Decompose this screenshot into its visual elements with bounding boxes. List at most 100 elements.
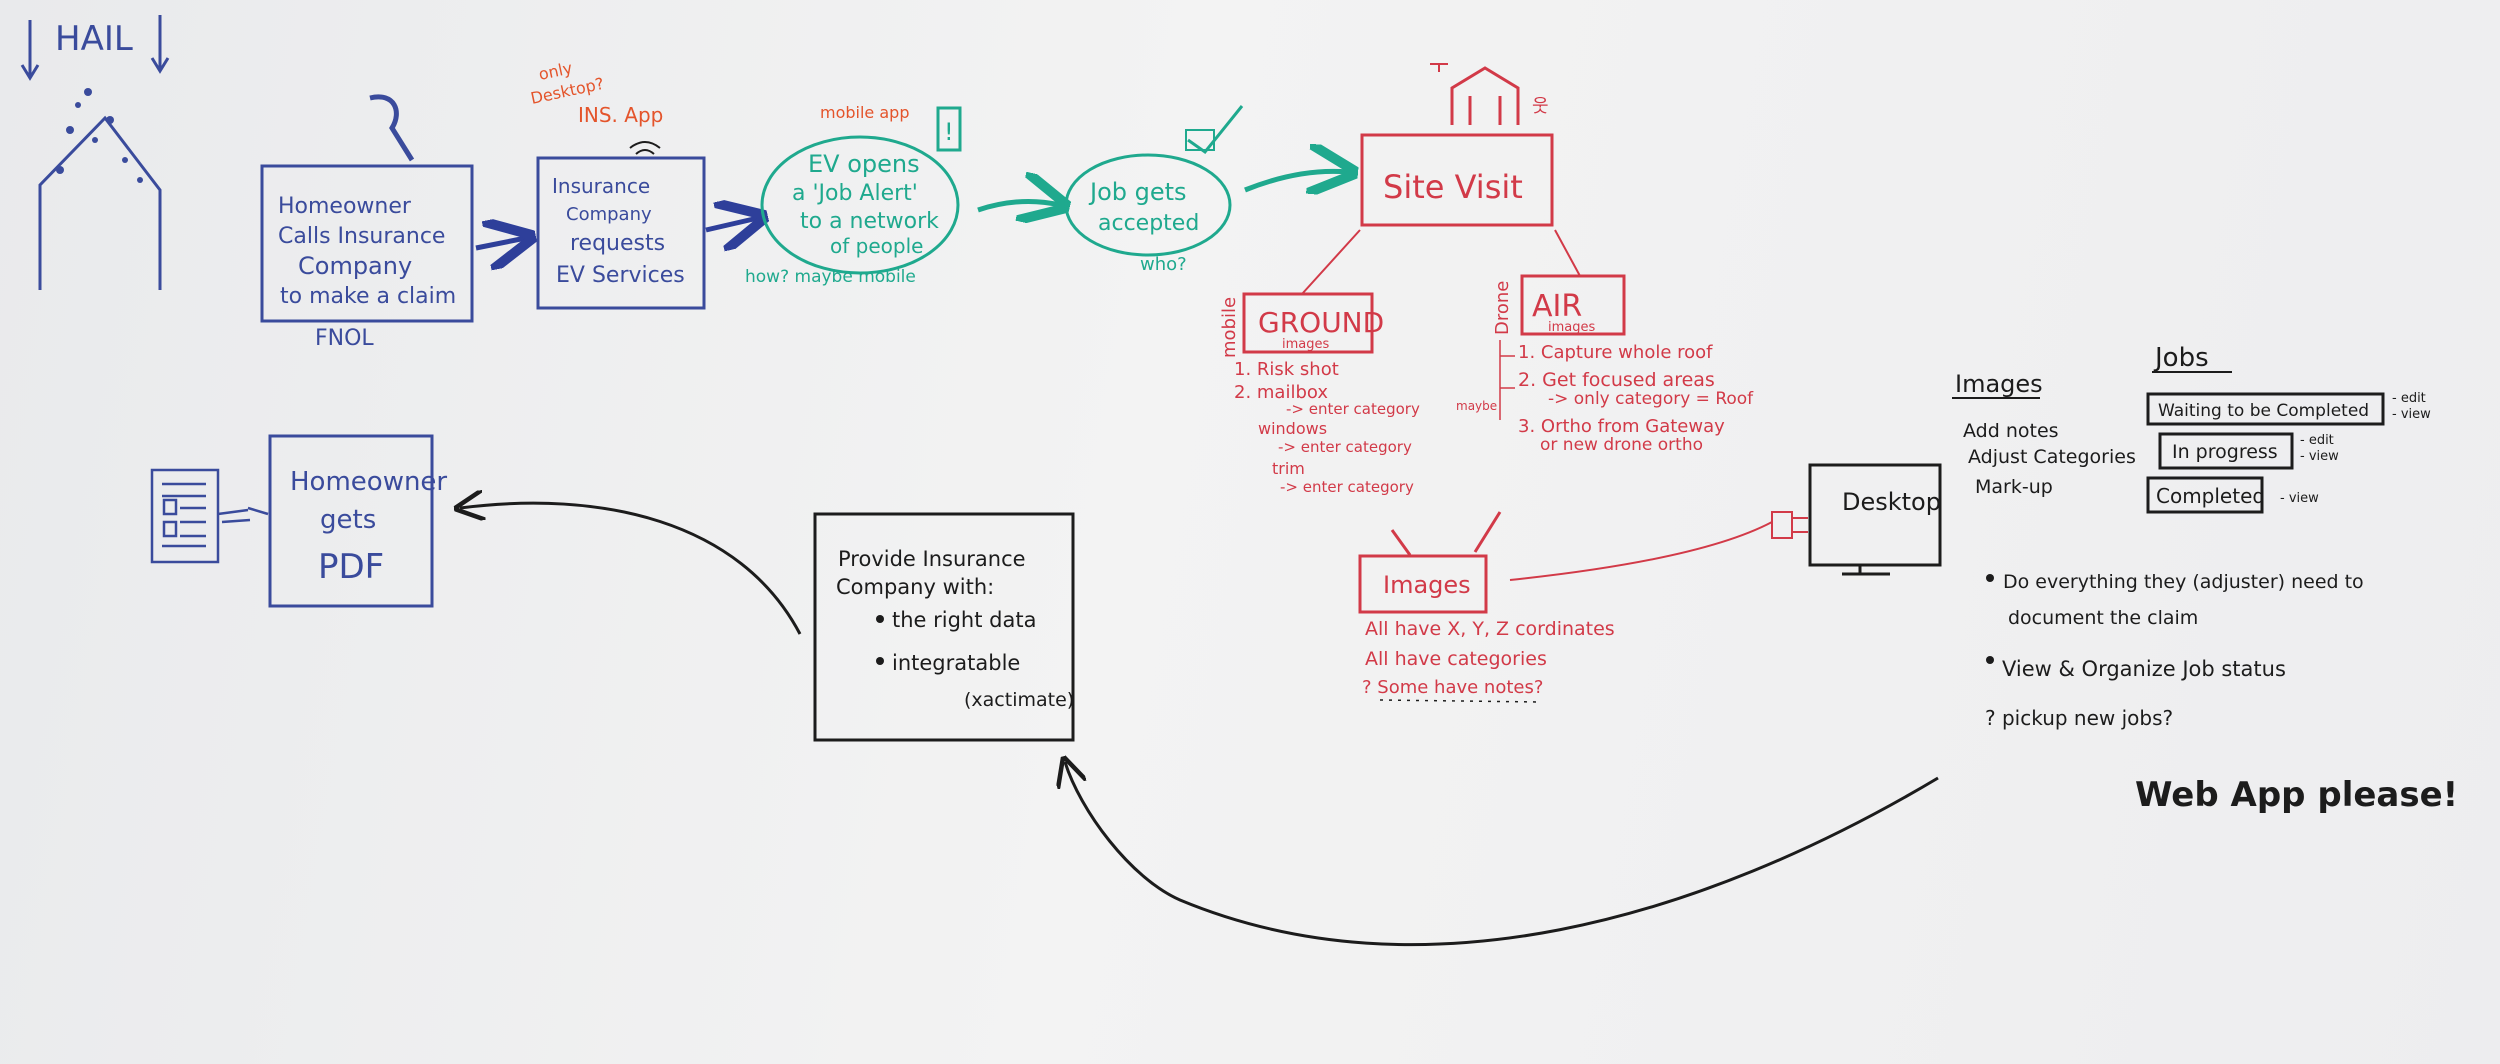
images-box-label: Images <box>1383 571 1471 599</box>
site-house-icon <box>1450 66 1520 125</box>
bullet-dot <box>1986 656 1994 664</box>
jobs-row-note: - view <box>2392 407 2431 422</box>
desktop-node: Desktop <box>1808 463 1942 576</box>
homeowner-pdf-box <box>268 434 434 608</box>
air-list-bracket <box>1499 340 1515 420</box>
ground-item: -> enter category <box>1286 400 1420 418</box>
insurance-company-node: only Desktop? INS. App Insurance Company… <box>529 58 706 310</box>
ev-alert-line4: of people <box>830 234 923 258</box>
jobs-row-box <box>2146 392 2385 426</box>
jobs-row-box <box>2146 476 2264 514</box>
images-panel: Images Add notes Adjust Categories Mark-… <box>1952 370 2136 498</box>
homeowner-pdf-line2: gets <box>320 505 376 535</box>
note-bullet1a: Do everything they (adjuster) need to <box>2003 571 2364 593</box>
wifi-icon <box>629 141 661 155</box>
provide-node: Provide Insurance Company with: the righ… <box>813 512 1075 742</box>
provide-box <box>813 512 1075 742</box>
insurance-company-box <box>536 156 706 310</box>
jobs-row-note: - view <box>2280 491 2319 506</box>
jobs-row-note: - view <box>2300 449 2339 464</box>
arrow-calls-to-insurance <box>475 238 526 248</box>
fnol-caption: FNOL <box>315 326 374 351</box>
hail-arrows <box>20 15 170 81</box>
homeowner-calls-line2: Calls Insurance <box>278 224 445 249</box>
desktop-monitor-icon <box>1808 463 1942 567</box>
jobs-row-label: In progress <box>2172 441 2278 463</box>
note-bullet1b: document the claim <box>2008 607 2198 629</box>
air-box <box>1520 274 1626 336</box>
jobs-panel-title: Jobs <box>2153 343 2209 373</box>
arrow-accepted-to-site <box>1244 171 1348 190</box>
ev-alert-line1: EV opens <box>808 150 920 178</box>
air-item: -> only category = Roof <box>1548 389 1754 409</box>
mobile-side-label: mobile <box>1219 297 1240 358</box>
notes-dotted-underline <box>1379 699 1541 703</box>
provide-item2: integratable <box>892 651 1020 675</box>
ground-item: -> enter category <box>1278 438 1412 456</box>
note-bullet2: View & Organize Job status <box>2002 657 2286 681</box>
job-accepted-line1: Job gets <box>1088 178 1187 206</box>
site-visit-branches <box>1301 229 1581 295</box>
how-maybe-mobile-caption: how? maybe mobile <box>745 267 916 287</box>
homeowner-calls-line4: to make a claim <box>280 284 456 309</box>
air-title: AIR <box>1532 289 1582 324</box>
jobs-row-note: - edit <box>2300 433 2334 448</box>
arrow-desktop-to-provide <box>1065 762 1939 947</box>
images-to-desktop-cable <box>1509 521 1773 581</box>
homeowner-pdf-line1: Homeowner <box>290 467 447 497</box>
desktop-label: Desktop <box>1842 488 1941 516</box>
homeowner-calls-box <box>260 164 474 323</box>
images-item: All have categories <box>1365 648 1547 670</box>
jobs-row-label: Completed <box>2156 484 2265 508</box>
insurance-line1: Insurance <box>552 174 650 198</box>
homeowner-calls-node: Homeowner Calls Insurance Company to mak… <box>260 94 474 351</box>
air-item: 1. Capture whole roof <box>1518 342 1713 363</box>
images-node: Images All have X, Y, Z cordinates All h… <box>1358 511 1808 703</box>
plug-icon <box>1771 511 1808 539</box>
hail-label: HAIL <box>55 19 133 59</box>
images-panel-item: Adjust Categories <box>1968 446 2136 468</box>
job-accepted-node: Job gets accepted who? <box>1064 105 1244 275</box>
homeowner-pdf-node: Homeowner gets PDF <box>150 434 447 608</box>
ev-alert-line3: to a network <box>800 209 939 234</box>
images-box <box>1358 554 1488 614</box>
ins-app-note: INS. App <box>578 103 663 127</box>
images-panel-title: Images <box>1955 370 2043 398</box>
site-visit-box <box>1360 133 1554 227</box>
air-item: or new drone ortho <box>1540 435 1703 455</box>
ground-item: 2. mailbox <box>1234 382 1328 403</box>
who-caption: who? <box>1140 254 1187 275</box>
ev-alert-line2: a 'Job Alert' <box>792 181 918 206</box>
ground-title: GROUND <box>1258 306 1384 339</box>
alert-icon <box>936 106 962 152</box>
images-antenna-lines <box>1390 511 1502 556</box>
air-sub: images <box>1548 320 1595 335</box>
ground-sub: images <box>1282 337 1329 352</box>
site-visit-node: 웃 Site Visit <box>1301 63 1581 295</box>
provide-line2: Company with: <box>836 575 994 599</box>
air-item: 3. Ortho from Gateway <box>1518 416 1725 437</box>
alert-mark: ! <box>944 118 954 146</box>
air-item: 2. Get focused areas <box>1518 369 1715 391</box>
homeowner-pdf-line3: PDF <box>318 547 384 587</box>
bullet-dot <box>876 615 884 623</box>
jobs-row-label: Waiting to be Completed <box>2158 401 2369 421</box>
homeowner-calls-line1: Homeowner <box>278 194 412 219</box>
jobs-row-box <box>2158 432 2294 470</box>
ground-item: 1. Risk shot <box>1234 359 1339 380</box>
house-icon <box>38 115 162 290</box>
images-item: All have X, Y, Z cordinates <box>1365 618 1615 640</box>
insurance-line3: requests <box>570 231 665 256</box>
insurance-line2: Company <box>566 204 652 225</box>
provide-line1: Provide Insurance <box>838 547 1026 571</box>
drone-side-label: Drone <box>1492 281 1513 335</box>
web-app-please: Web App please! <box>2135 775 2458 815</box>
homeowner-calls-line3: Company <box>298 252 412 280</box>
ev-job-alert-node: mobile app ! EV opens a 'Job Alert' to a… <box>745 103 962 287</box>
arrow-insurance-to-ev <box>705 218 758 230</box>
images-panel-item: Add notes <box>1963 420 2059 442</box>
ground-item: windows <box>1258 419 1327 438</box>
ground-item: trim <box>1272 459 1305 478</box>
checkbox-icon <box>1185 129 1215 151</box>
ground-box <box>1242 292 1374 354</box>
